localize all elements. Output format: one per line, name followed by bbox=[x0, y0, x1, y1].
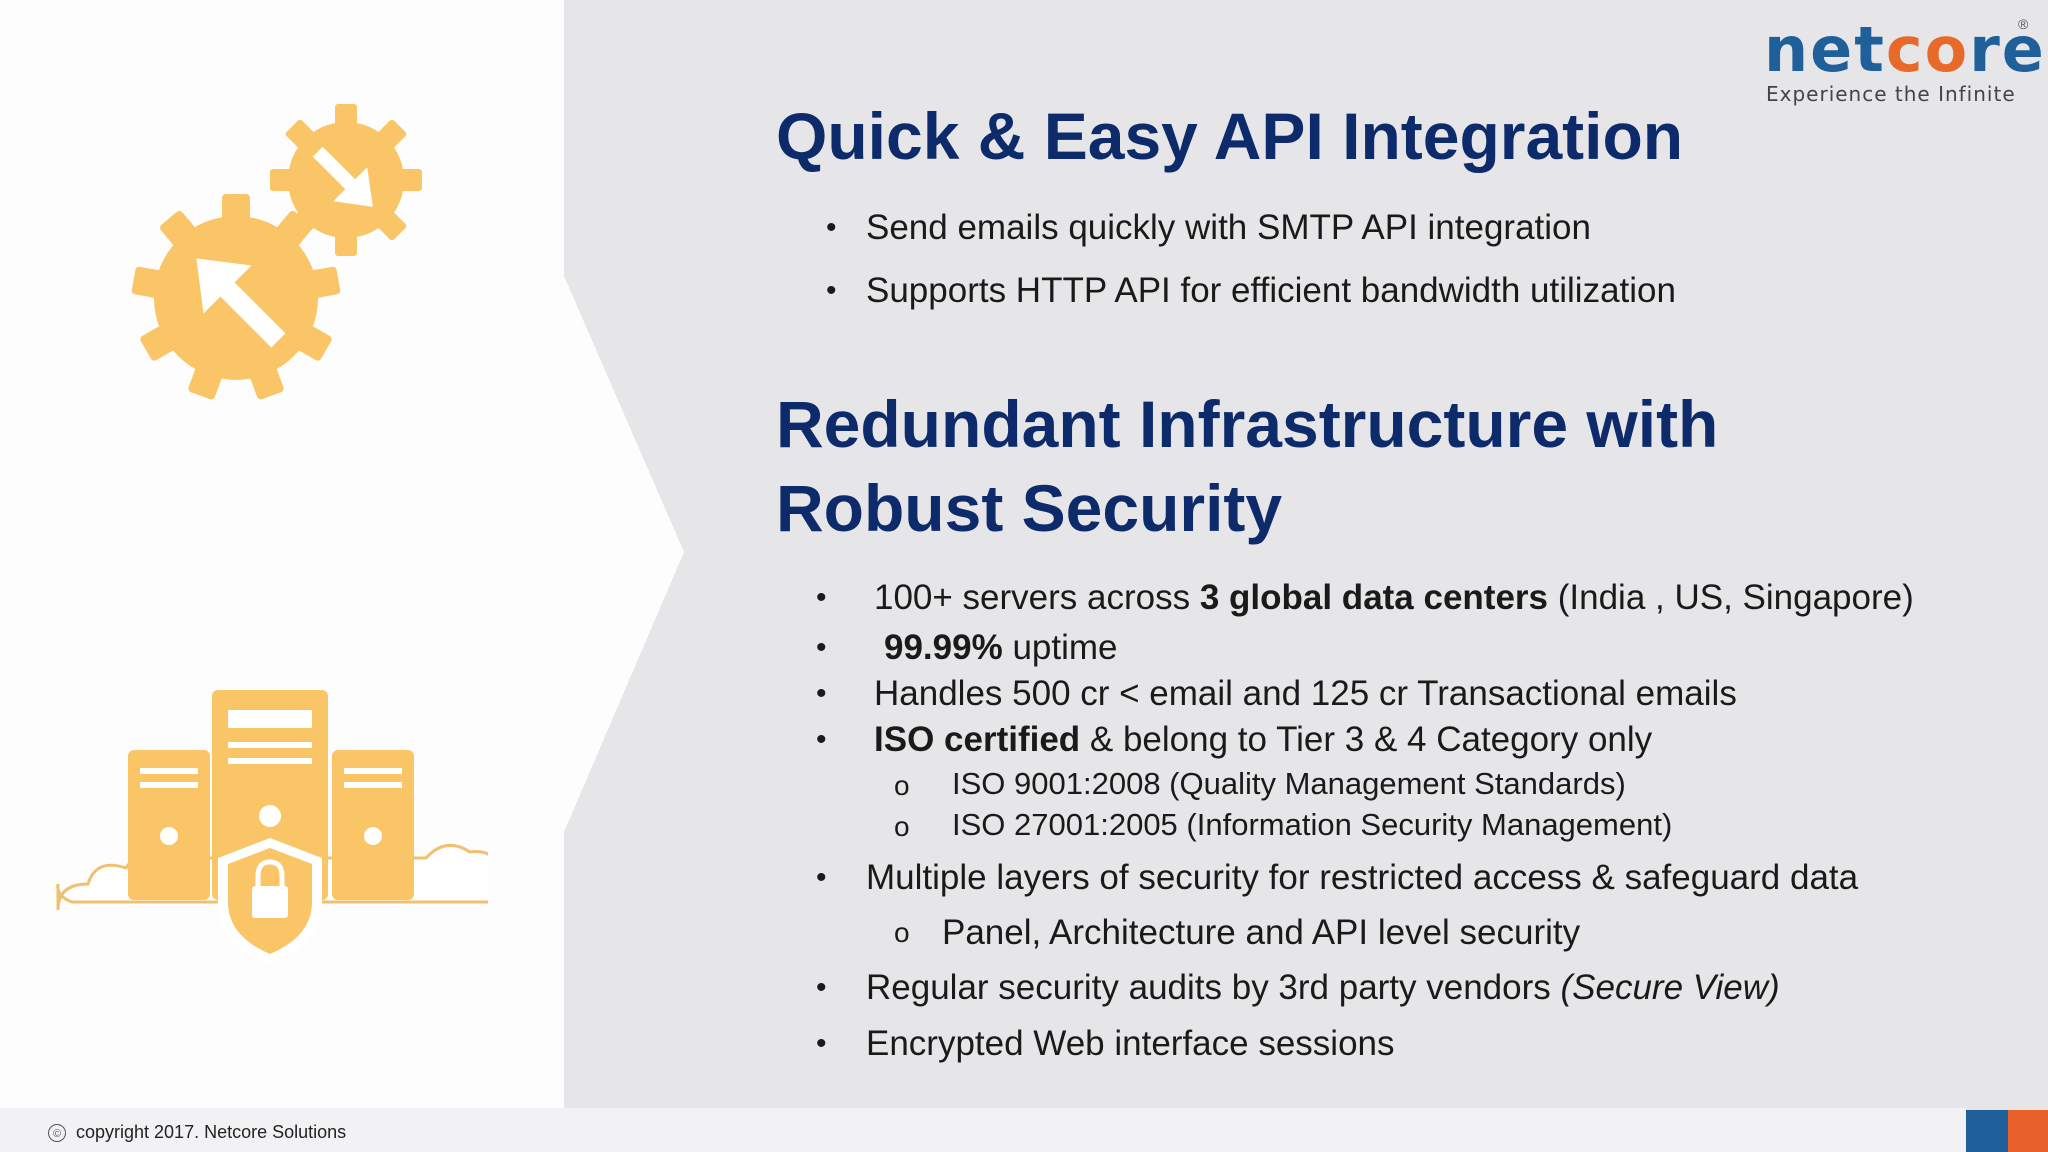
section2-bullet-volume: Handles 500 cr < email and 125 cr Transa… bbox=[874, 674, 1737, 713]
section2-bullet-iso: ISO certified & belong to Tier 3 & 4 Cat… bbox=[874, 720, 1653, 759]
logo-tagline: Experience the Infinite bbox=[1766, 82, 2016, 106]
registered-mark: ® bbox=[2018, 16, 2029, 32]
sub-bullet-circle: o bbox=[894, 770, 910, 801]
bullet-dot: • bbox=[816, 861, 827, 894]
sub-bullet-circle: o bbox=[894, 917, 910, 948]
section1-bullet: Supports HTTP API for efficient bandwidt… bbox=[866, 271, 1676, 310]
section2-title-line1: Redundant Infrastructure with bbox=[776, 387, 1719, 461]
section2-bullet-audits: Regular security audits by 3rd party ven… bbox=[866, 968, 1780, 1007]
section2-bullet-uptime: 99.99% uptime bbox=[884, 628, 1118, 667]
logo-wordmark: netcore bbox=[1764, 13, 2046, 86]
bullet-dot: • bbox=[816, 971, 827, 1004]
section1-title: Quick & Easy API Integration bbox=[776, 99, 1684, 173]
footer-bar bbox=[0, 1108, 1966, 1152]
sub-bullet-circle: o bbox=[894, 811, 910, 842]
section2-bullet-encrypted: Encrypted Web interface sessions bbox=[866, 1024, 1395, 1063]
section2-bullet-servers: 100+ servers across 3 global data center… bbox=[874, 578, 1914, 617]
section2-sub-bullet: ISO 9001:2008 (Quality Management Standa… bbox=[952, 766, 1626, 801]
bullet-dot: • bbox=[816, 631, 827, 664]
footer-blue-square bbox=[1966, 1110, 2008, 1152]
section2-bullet-layers: Multiple layers of security for restrict… bbox=[866, 858, 1859, 897]
bullet-dot: • bbox=[826, 211, 837, 244]
section2-title-line2: Robust Security bbox=[776, 471, 1283, 545]
copyright-icon: © bbox=[48, 1124, 66, 1142]
bullet-dot: • bbox=[816, 723, 827, 756]
chevron-divider bbox=[560, 0, 684, 1108]
cloud-servers-lock-icon bbox=[56, 690, 488, 964]
footer-orange-square bbox=[2008, 1110, 2048, 1152]
section1-bullet: Send emails quickly with SMTP API integr… bbox=[866, 208, 1591, 247]
section2-sub-bullet: Panel, Architecture and API level securi… bbox=[942, 913, 1581, 952]
copyright-text: copyright 2017. Netcore Solutions bbox=[76, 1122, 347, 1142]
section2-sub-bullet: ISO 27001:2005 (Information Security Man… bbox=[952, 807, 1673, 842]
bullet-dot: • bbox=[816, 1027, 827, 1060]
bullet-dot: • bbox=[816, 677, 827, 710]
netcore-logo: netcore ® Experience the Infinite bbox=[1764, 10, 2044, 120]
bullet-dot: • bbox=[826, 274, 837, 307]
gears-arrows-icon bbox=[131, 104, 422, 400]
bullet-dot: • bbox=[816, 581, 827, 614]
